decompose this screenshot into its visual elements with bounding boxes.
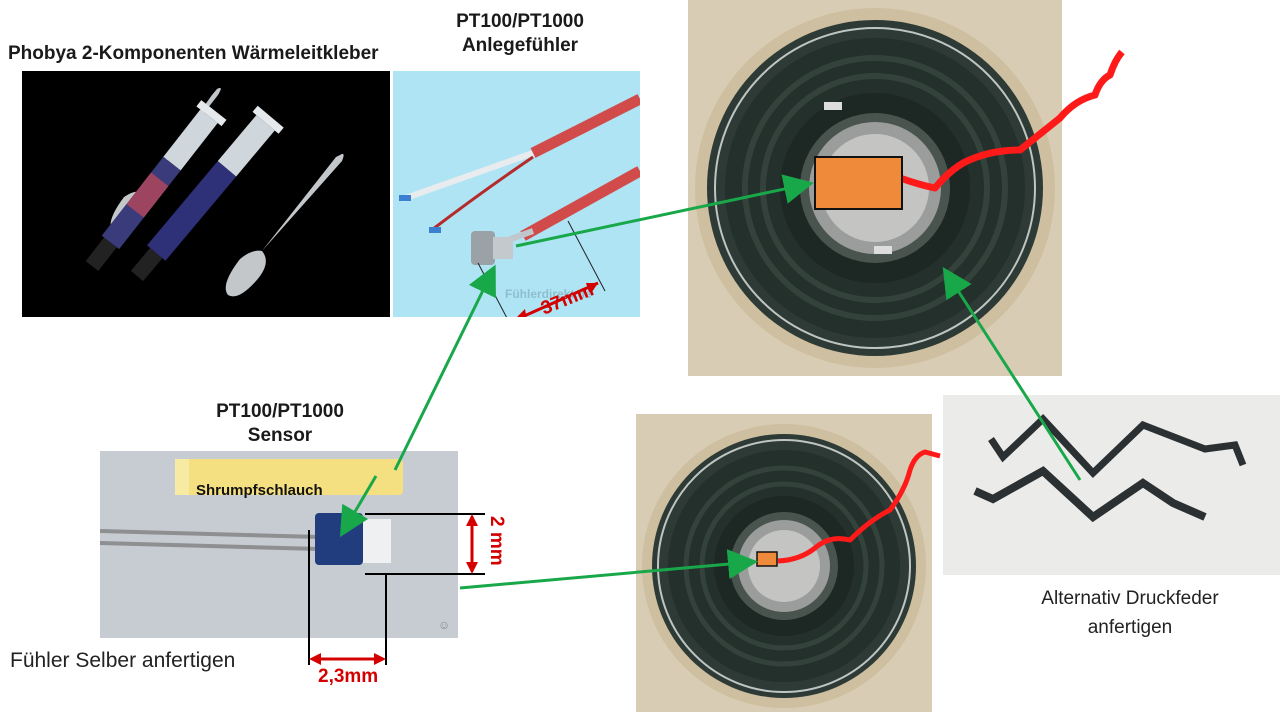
sensor-title: PT100/PT1000 Sensor — [190, 400, 370, 448]
adhesive-photo — [22, 71, 390, 317]
spring-photo — [943, 395, 1280, 575]
dimension-2-3mm: 2,3mm — [318, 666, 379, 687]
sensor-position-small — [756, 551, 778, 567]
syringe-icon — [85, 87, 344, 297]
svg-text:☺: ☺ — [438, 618, 450, 632]
sensor-title-line2: Sensor — [247, 425, 313, 446]
spatula-icon — [225, 153, 344, 297]
probe-title-line1: PT100/PT1000 — [456, 11, 584, 32]
sensor-photo: ☺ Shrumpfschlauch — [100, 451, 458, 638]
spring-label-line1: Alternativ Druckfeder — [1041, 588, 1219, 609]
shrink-tube-label: Shrumpfschlauch — [196, 482, 323, 499]
diy-sensor-label: Fühler Selber anfertigen — [10, 649, 236, 672]
adhesive-title: Phobya 2-Komponenten Wärmeleitkleber — [8, 43, 379, 64]
probe-title: PT100/PT1000 Anlegefühler — [430, 10, 610, 58]
sensor-title-line1: PT100/PT1000 — [216, 401, 344, 422]
probe-title-line2: Anlegefühler — [461, 35, 579, 56]
spring-icon — [973, 414, 1247, 523]
thermowell-small-photo — [636, 414, 932, 712]
probe-photo: Fühlerdirekt.de — [393, 71, 640, 317]
spring-label: Alternativ Druckfeder anfertigen — [1020, 584, 1240, 642]
sensor-position-large — [814, 156, 903, 210]
probe-cable-icon — [399, 94, 640, 317]
spring-label-line2: anfertigen — [1087, 617, 1173, 638]
watermark: Fühlerdirekt.de — [505, 287, 592, 301]
dimension-2mm: 2 mm — [486, 516, 507, 566]
thermowell-small-icon — [642, 424, 926, 708]
